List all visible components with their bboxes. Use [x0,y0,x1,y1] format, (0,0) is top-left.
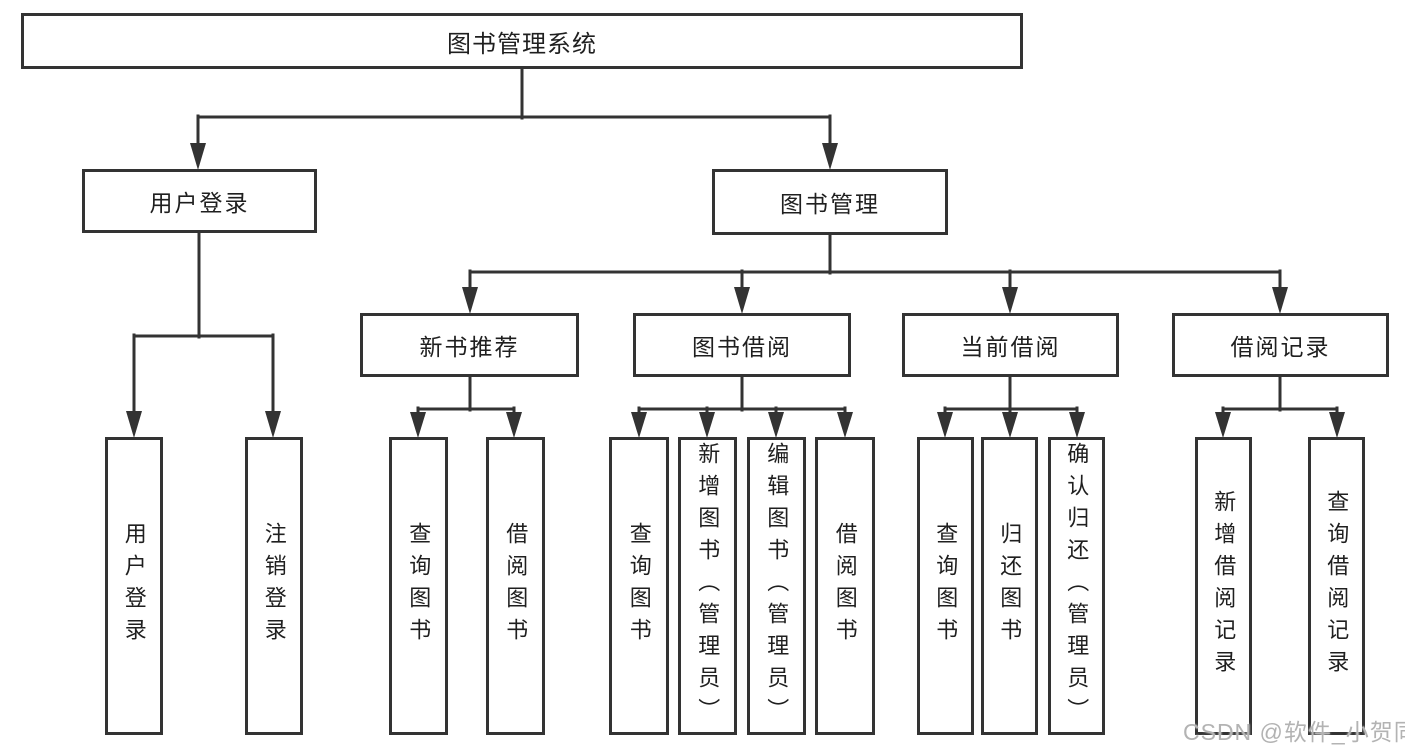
leaf-label: 查询借阅记录 [1324,490,1350,682]
arrowhead [734,287,750,314]
node-book-mgmt: 图书管理 [712,169,948,235]
leaf-label: 归还图书 [997,522,1023,650]
arrowhead [506,412,522,438]
arrowhead [1002,412,1018,438]
arrowhead [1215,412,1231,438]
arrowhead [837,412,853,438]
leaf-newbooks-query: 查询图书 [389,437,448,735]
leaf-label: 新增借阅记录 [1211,490,1237,682]
leaf-user-login: 用户登录 [105,437,163,735]
leaf-logout: 注销登录 [245,437,303,735]
leaf-records-add: 新增借阅记录 [1195,437,1252,735]
connectors-current-children [937,375,1085,438]
arrowhead [768,412,784,438]
connectors-borrowing-children [631,375,853,438]
leaf-borrowing-add: 新增图书（管理员） [678,437,737,735]
leaf-label: 新增图书（管理员） [695,442,721,730]
leaf-label: 注销登录 [261,522,287,650]
connectors-new-books-children [410,375,522,438]
node-records: 借阅记录 [1172,313,1389,377]
arrowhead [126,411,142,438]
arrowhead [462,287,478,314]
arrowhead [937,412,953,438]
leaf-borrowing-edit: 编辑图书（管理员） [747,437,806,735]
connectors-user-login-children [126,231,281,438]
leaf-label: 编辑图书（管理员） [764,442,790,730]
connectors-records-children [1215,375,1345,438]
leaf-newbooks-borrow: 借阅图书 [486,437,545,735]
leaf-label: 用户登录 [121,522,147,650]
arrowhead [631,412,647,438]
leaf-records-query: 查询借阅记录 [1308,437,1365,735]
node-new-books: 新书推荐 [360,313,579,377]
leaf-current-return: 归还图书 [981,437,1038,735]
csdn-watermark: CSDN @软件_小贺同学 [1183,719,1405,745]
arrowhead [410,412,426,438]
arrowhead [1329,412,1345,438]
node-user-login-label: 用户登录 [149,190,250,216]
arrowhead [1069,412,1085,438]
leaf-current-query: 查询图书 [917,437,974,735]
node-current: 当前借阅 [902,313,1119,377]
leaf-label: 借阅图书 [503,522,529,650]
leaf-label: 查询图书 [933,522,959,650]
node-book-mgmt-label: 图书管理 [780,191,880,217]
connectors-root-to-level2 [190,67,838,170]
arrowhead [190,143,206,170]
node-system-root-label: 图书管理系统 [447,30,597,58]
arrowhead [699,412,715,438]
leaf-current-confirm: 确认归还（管理员） [1048,437,1105,735]
leaf-borrowing-query: 查询图书 [609,437,669,735]
node-new-books-label: 新书推荐 [419,334,520,360]
node-user-login: 用户登录 [82,169,317,233]
leaf-borrowing-borrow: 借阅图书 [815,437,875,735]
node-records-label: 借阅记录 [1230,334,1331,360]
node-current-label: 当前借阅 [960,334,1061,360]
leaf-label: 确认归还（管理员） [1064,442,1090,730]
connectors-book-mgmt-children [462,232,1288,314]
arrowhead [1002,287,1018,314]
leaf-label: 借阅图书 [832,522,858,650]
arrowhead [265,411,281,438]
node-system-root: 图书管理系统 [21,13,1023,69]
node-borrowing: 图书借阅 [633,313,851,377]
arrowhead [822,143,838,170]
leaf-label: 查询图书 [626,522,652,650]
node-borrowing-label: 图书借阅 [692,334,792,360]
arrowhead [1272,287,1288,314]
leaf-label: 查询图书 [406,522,432,650]
